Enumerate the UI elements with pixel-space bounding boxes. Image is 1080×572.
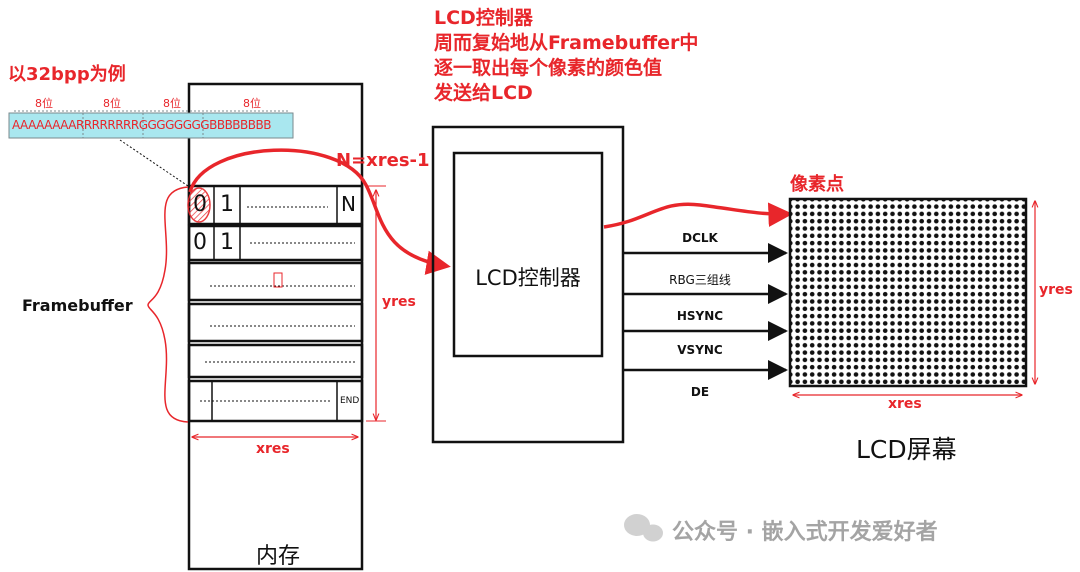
signal-hsync: HSYNC	[676, 309, 724, 323]
memory-yres-label: yres	[382, 294, 416, 310]
controller-caption-line-4: 发送给LCD	[434, 82, 533, 104]
bit-label-b: 8位	[243, 97, 261, 110]
row2-cell-0: 0	[193, 230, 207, 255]
memory-column	[187, 82, 364, 571]
scan-curve	[188, 148, 451, 275]
row1-cell-n: N	[341, 192, 356, 216]
end-label: END	[340, 396, 360, 406]
output-curve	[603, 202, 793, 229]
controller-caption: LCD控制器 周而复始地从Framebuffer中 逐一取出每个像素的颜色值 发…	[434, 6, 698, 106]
controller-caption-line-2: 周而复始地从Framebuffer中	[434, 32, 699, 54]
screen-yres-label: yres	[1039, 282, 1073, 298]
pixel-point-label: 像素点	[790, 174, 844, 195]
pixel-format-value: AAAAAAAARRRRRRRRGGGGGGGGBBBBBBBB	[12, 118, 271, 132]
screen-xres-label: xres	[888, 396, 922, 412]
signal-vsync: VSYNC	[677, 343, 723, 357]
memory-xres-label: xres	[256, 441, 290, 457]
screen-caption: LCD屏幕	[856, 435, 957, 464]
controller-inner-box	[452, 151, 604, 358]
n-label: N=xres-1	[336, 150, 430, 171]
controller-caption-line-1: LCD控制器	[434, 7, 533, 29]
example-label: 以32bpp为例	[8, 64, 126, 85]
wechat-icon	[624, 514, 663, 542]
lcd-screen	[788, 197, 1028, 388]
framebuffer-label: Framebuffer	[22, 296, 133, 315]
framebuffer-brace	[147, 186, 189, 423]
bit-label-g: 8位	[163, 97, 181, 110]
signal-rgb: RBG三组线	[669, 273, 731, 287]
controller-caption-line-3: 逐一取出每个像素的颜色值	[434, 57, 663, 79]
pixel-format-strip	[8, 110, 294, 187]
signal-de: DE	[690, 385, 710, 399]
row1-cell-0: 0	[193, 192, 207, 217]
row1-cell-1: 1	[220, 192, 234, 217]
bit-label-r: 8位	[103, 97, 121, 110]
controller-outer-box	[431, 125, 625, 444]
row2-cell-1: 1	[220, 230, 234, 255]
memory-caption: 内存	[256, 544, 301, 569]
bit-label-a: 8位	[35, 97, 53, 110]
signal-dclk: DCLK	[682, 231, 718, 245]
watermark-text: 公众号 · 嵌入式开发爱好者	[672, 520, 938, 545]
controller-box-label: LCD控制器	[475, 266, 581, 290]
